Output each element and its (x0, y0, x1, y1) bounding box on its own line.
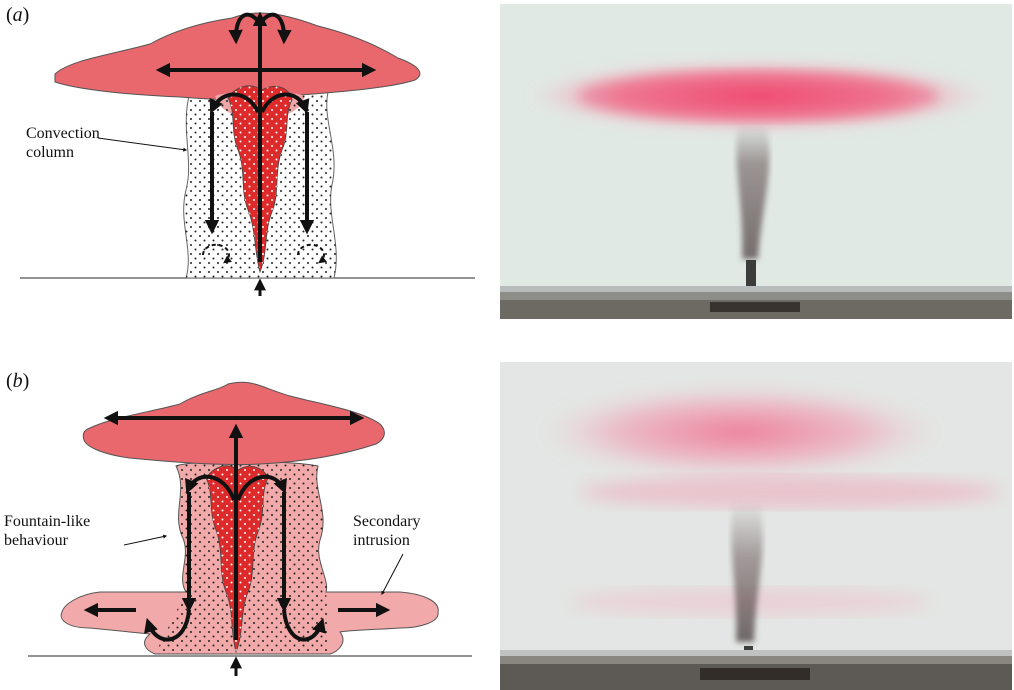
leader-fountain-like (124, 536, 166, 545)
experiment-photo-b (500, 362, 1012, 690)
dye-cloud-b (540, 386, 940, 478)
leader-convection-column (98, 138, 186, 150)
umbrella-cloud-b (83, 382, 384, 464)
diagram-b (28, 382, 472, 676)
leader-secondary-intrusion (382, 554, 403, 594)
diagram-a (20, 13, 475, 296)
experiment-photo-a (500, 4, 1012, 319)
